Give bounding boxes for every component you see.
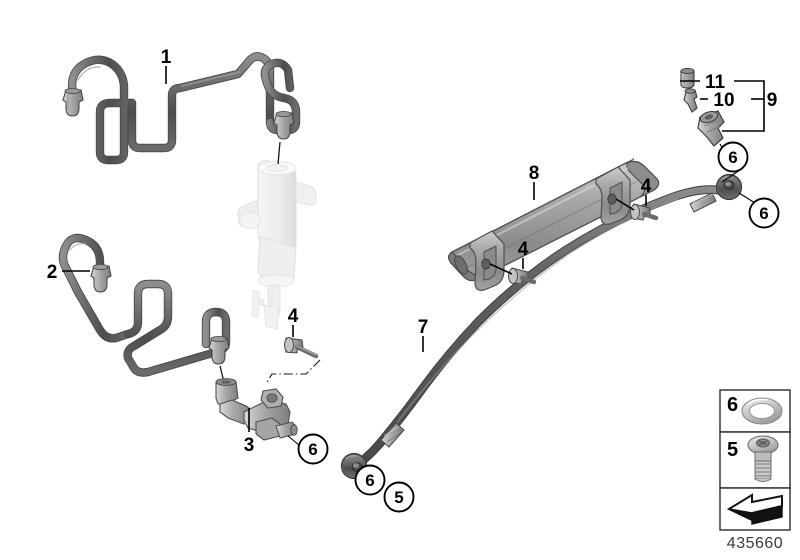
bleeder-valve-body xyxy=(697,110,725,147)
circle-5-banjo-label: 5 xyxy=(394,488,403,507)
pipe-2-lower-fitting xyxy=(208,335,230,365)
bleeder-cap-11 xyxy=(680,67,695,89)
circled-callout-6-banjo: 6 xyxy=(354,464,386,496)
brake-pipe-1 xyxy=(62,52,301,165)
bleeder-assembly-9 xyxy=(680,67,731,161)
guard-mount-tab-right xyxy=(595,166,631,225)
bolt-4-guard-left xyxy=(508,267,537,285)
legend-label-6: 6 xyxy=(727,394,738,416)
circled-callout-5-banjo: 5 xyxy=(383,481,415,513)
legend-panel: 6 5 435660 xyxy=(719,389,791,552)
circled-callout-6-junction: 6 xyxy=(297,433,329,465)
banjo-eye-upper xyxy=(715,173,743,201)
callout-3: 3 xyxy=(244,435,255,456)
circle-6-banjo-label: 6 xyxy=(365,471,374,490)
hose-ferrule-upper xyxy=(689,192,717,213)
pipe-1-right-fitting xyxy=(273,110,295,140)
callout-8: 8 xyxy=(529,163,540,184)
callout-4-guard-left: 4 xyxy=(518,239,529,260)
bolt-4-guard-right xyxy=(630,203,659,221)
callout-4-guard-right: 4 xyxy=(641,176,652,197)
callout-2: 2 xyxy=(47,262,58,283)
circle-6-junction-label: 6 xyxy=(308,440,317,459)
brake-line-distributor-3 xyxy=(215,378,298,441)
callout-4-distributor: 4 xyxy=(288,306,299,327)
protective-guard-8 xyxy=(448,158,660,291)
hose-ferrule-lower xyxy=(380,422,405,448)
leader-circle-6-junction xyxy=(287,435,300,446)
callout-10: 10 xyxy=(713,90,734,111)
circled-callout-6-midright: 6 xyxy=(748,197,780,229)
pipe-2-upper-fitting xyxy=(90,263,112,293)
callout-1: 1 xyxy=(161,47,172,68)
direction-arrow-icon xyxy=(726,493,783,525)
banjo-bolt-icon xyxy=(747,435,779,482)
legend-label-5: 5 xyxy=(727,439,738,461)
bleeder-nipple-10 xyxy=(683,88,698,113)
callout-7: 7 xyxy=(418,317,429,338)
leader-circle-6-midright xyxy=(738,192,756,204)
circled-callout-6-topright: 6 xyxy=(717,141,749,173)
bolt-4-distributor xyxy=(284,337,319,359)
sealing-ring-icon xyxy=(741,397,783,425)
circle-6-midright-label: 6 xyxy=(759,204,768,223)
brake-pipe-2 xyxy=(58,233,231,383)
callout-11: 11 xyxy=(705,72,726,93)
circle-6-topright-label: 6 xyxy=(728,148,737,167)
diagram-id-caption: 435660 xyxy=(727,535,783,552)
callout-9: 9 xyxy=(767,90,778,111)
master-cylinder-ghost xyxy=(237,160,317,330)
guard-mount-tab-left xyxy=(469,230,505,291)
pipe-1-left-fitting xyxy=(62,87,84,117)
